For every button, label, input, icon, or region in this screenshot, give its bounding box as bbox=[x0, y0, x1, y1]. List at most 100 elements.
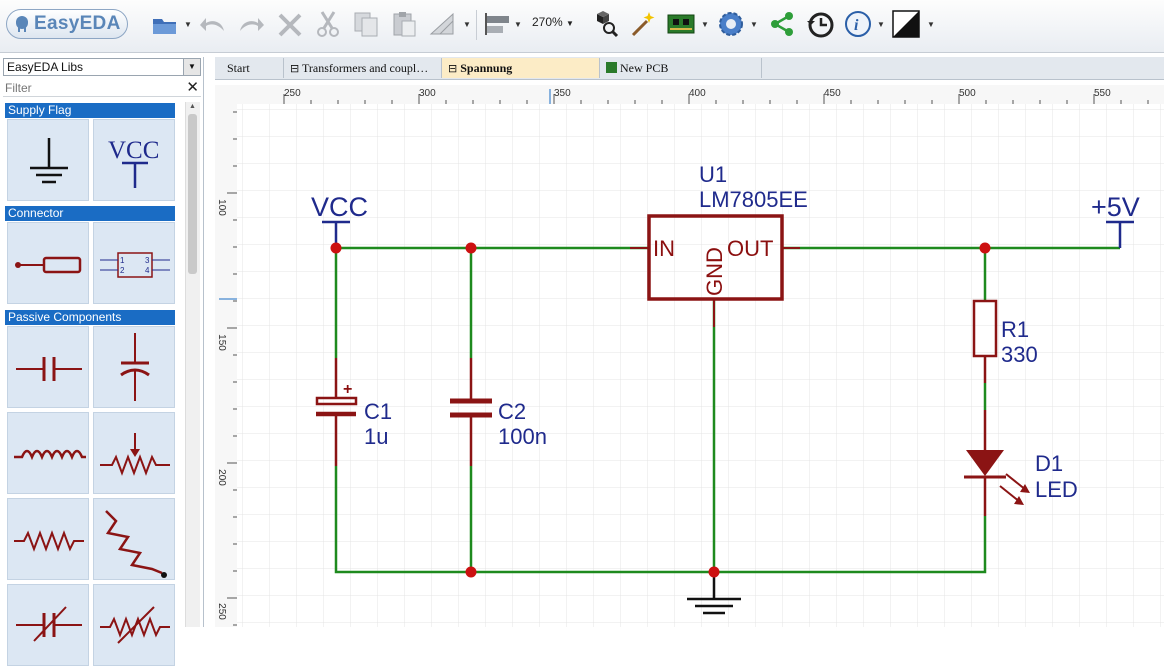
tab-new-pcb[interactable]: New PCB bbox=[600, 58, 762, 78]
pcb-icon[interactable] bbox=[664, 8, 698, 40]
document-tabs: Start ⊟ Transformers and coupl… ⊟ Spannu… bbox=[215, 57, 1164, 80]
vcc-tile-text: VCC bbox=[108, 137, 159, 164]
ruler-label: 100 bbox=[215, 199, 227, 216]
r1-ref: R1 bbox=[1001, 317, 1029, 342]
toolbar-separator bbox=[476, 10, 477, 40]
bom-icon[interactable] bbox=[589, 8, 623, 40]
paste-icon[interactable] bbox=[387, 8, 421, 40]
single-pin-connector-tile[interactable] bbox=[7, 222, 89, 304]
schematic-drawing[interactable]: VCC +5V U1 LM7805EE IN OUT GND + C1 1u bbox=[237, 104, 1164, 627]
scrollbar-thumb[interactable] bbox=[188, 114, 197, 274]
d1-led[interactable]: D1 LED bbox=[964, 410, 1078, 516]
settings-menu-caret[interactable]: ▼ bbox=[750, 20, 758, 29]
vcc-label: VCC bbox=[311, 192, 368, 222]
c2-ref: C2 bbox=[498, 399, 526, 424]
u1-regulator[interactable]: U1 LM7805EE IN OUT GND bbox=[630, 162, 808, 327]
info-menu-caret[interactable]: ▼ bbox=[877, 20, 885, 29]
close-icon[interactable]: ✕ bbox=[186, 79, 199, 96]
library-scrollbar[interactable]: ▲ bbox=[185, 102, 200, 627]
plus5v-label: +5V bbox=[1091, 192, 1140, 222]
ruler-label: 550 bbox=[1094, 88, 1111, 99]
redo-icon[interactable] bbox=[234, 8, 268, 40]
ruler-menu-caret[interactable]: ▼ bbox=[463, 20, 471, 29]
u1-pin-in: IN bbox=[653, 236, 675, 261]
horizontal-ruler: 250 300 350 400 450 500 550 bbox=[215, 85, 1164, 105]
pcb-menu-caret[interactable]: ▼ bbox=[701, 20, 709, 29]
app-logo[interactable]: EasyEDA bbox=[6, 9, 128, 39]
tab-transformers[interactable]: ⊟ Transformers and coupl… bbox=[284, 58, 442, 78]
junction-dot bbox=[465, 566, 477, 578]
header-2x2-tile[interactable]: 1 2 3 4 bbox=[93, 222, 175, 304]
share-icon[interactable] bbox=[765, 8, 799, 40]
ruler-label: 450 bbox=[824, 88, 841, 99]
pin-3-label: 3 bbox=[145, 256, 150, 265]
align-menu-caret[interactable]: ▼ bbox=[514, 20, 522, 29]
category-supply-flag[interactable]: Supply Flag bbox=[5, 103, 175, 118]
filter-input[interactable] bbox=[3, 80, 177, 96]
u1-value: LM7805EE bbox=[699, 187, 808, 212]
junction-dot bbox=[330, 242, 342, 254]
variable-capacitor-tile[interactable] bbox=[7, 584, 89, 666]
ruler-label: 250 bbox=[215, 603, 227, 620]
vcc-port[interactable]: VCC bbox=[311, 192, 368, 248]
info-icon[interactable]: i bbox=[841, 8, 875, 40]
junction-dot bbox=[979, 242, 991, 254]
chevron-down-icon[interactable]: ▼ bbox=[183, 59, 200, 75]
theme-menu-caret[interactable]: ▼ bbox=[927, 20, 935, 29]
junction-dot bbox=[708, 566, 720, 578]
settings-icon[interactable] bbox=[714, 8, 748, 40]
theme-icon[interactable] bbox=[889, 8, 923, 40]
ruler-label: 400 bbox=[689, 88, 706, 99]
u1-ref: U1 bbox=[699, 162, 727, 187]
ruler-label: 150 bbox=[215, 334, 227, 351]
open-folder-icon[interactable] bbox=[148, 8, 182, 40]
category-connector[interactable]: Connector bbox=[5, 206, 175, 221]
vertical-ruler-ticks bbox=[219, 111, 237, 626]
c2-value: 100n bbox=[498, 424, 547, 449]
capacitor-horizontal-tile[interactable] bbox=[7, 326, 89, 408]
category-passive-components[interactable]: Passive Components bbox=[5, 310, 175, 325]
filter-box: ✕ bbox=[3, 79, 201, 97]
tab-spannung[interactable]: ⊟ Spannung bbox=[442, 58, 600, 78]
cut-icon[interactable] bbox=[311, 8, 345, 40]
logo-icon bbox=[16, 16, 28, 32]
library-selector[interactable]: EasyEDA Libs ▼ bbox=[3, 58, 201, 76]
resistor-tile[interactable] bbox=[7, 498, 89, 580]
ruler-icon[interactable] bbox=[425, 8, 459, 40]
variable-resistor-tile[interactable] bbox=[93, 584, 175, 666]
delete-icon[interactable] bbox=[273, 8, 307, 40]
wand-icon[interactable] bbox=[626, 8, 660, 40]
open-menu-caret[interactable]: ▼ bbox=[184, 20, 192, 29]
resistor-vertical-tile[interactable] bbox=[93, 498, 175, 580]
tab-start[interactable]: Start bbox=[221, 58, 284, 78]
junctions bbox=[330, 242, 991, 578]
history-icon[interactable] bbox=[803, 8, 837, 40]
r1-value: 330 bbox=[1001, 342, 1038, 367]
undo-icon[interactable] bbox=[196, 8, 230, 40]
c1-value: 1u bbox=[364, 424, 388, 449]
align-icon[interactable] bbox=[480, 8, 514, 40]
r1-resistor[interactable]: R1 330 bbox=[972, 299, 1038, 383]
ruler-label: 200 bbox=[215, 469, 227, 486]
vcc-symbol-tile[interactable]: VCC bbox=[93, 119, 175, 201]
ground-symbol[interactable] bbox=[687, 572, 741, 615]
wire-ground-bus[interactable] bbox=[334, 466, 987, 574]
ruler-label: 350 bbox=[554, 88, 571, 99]
c2-capacitor[interactable]: C2 100n bbox=[450, 358, 547, 466]
library-panel: EasyEDA Libs ▼ ✕ Supply Flag VCC Connect… bbox=[0, 57, 204, 666]
inductor-tile[interactable] bbox=[7, 412, 89, 494]
horizontal-ruler-ticks bbox=[283, 89, 1149, 104]
ground-symbol-tile[interactable] bbox=[7, 119, 89, 201]
potentiometer-tile[interactable] bbox=[93, 412, 175, 494]
plus5v-port[interactable]: +5V bbox=[1091, 192, 1140, 248]
copy-icon[interactable] bbox=[349, 8, 383, 40]
zoom-level[interactable]: 270% ▼ bbox=[532, 15, 574, 29]
c1-capacitor[interactable]: + C1 1u bbox=[315, 358, 392, 466]
schematic-canvas[interactable]: VCC +5V U1 LM7805EE IN OUT GND + C1 1u bbox=[237, 104, 1164, 627]
capacitor-vertical-tile[interactable] bbox=[93, 326, 175, 408]
ruler-label: 500 bbox=[959, 88, 976, 99]
tab-transformers-label: Transformers and coupl… bbox=[302, 61, 429, 75]
schematic-icon: ⊟ bbox=[448, 62, 458, 75]
schematic-icon: ⊟ bbox=[290, 62, 300, 75]
scroll-up-icon[interactable]: ▲ bbox=[189, 103, 196, 110]
